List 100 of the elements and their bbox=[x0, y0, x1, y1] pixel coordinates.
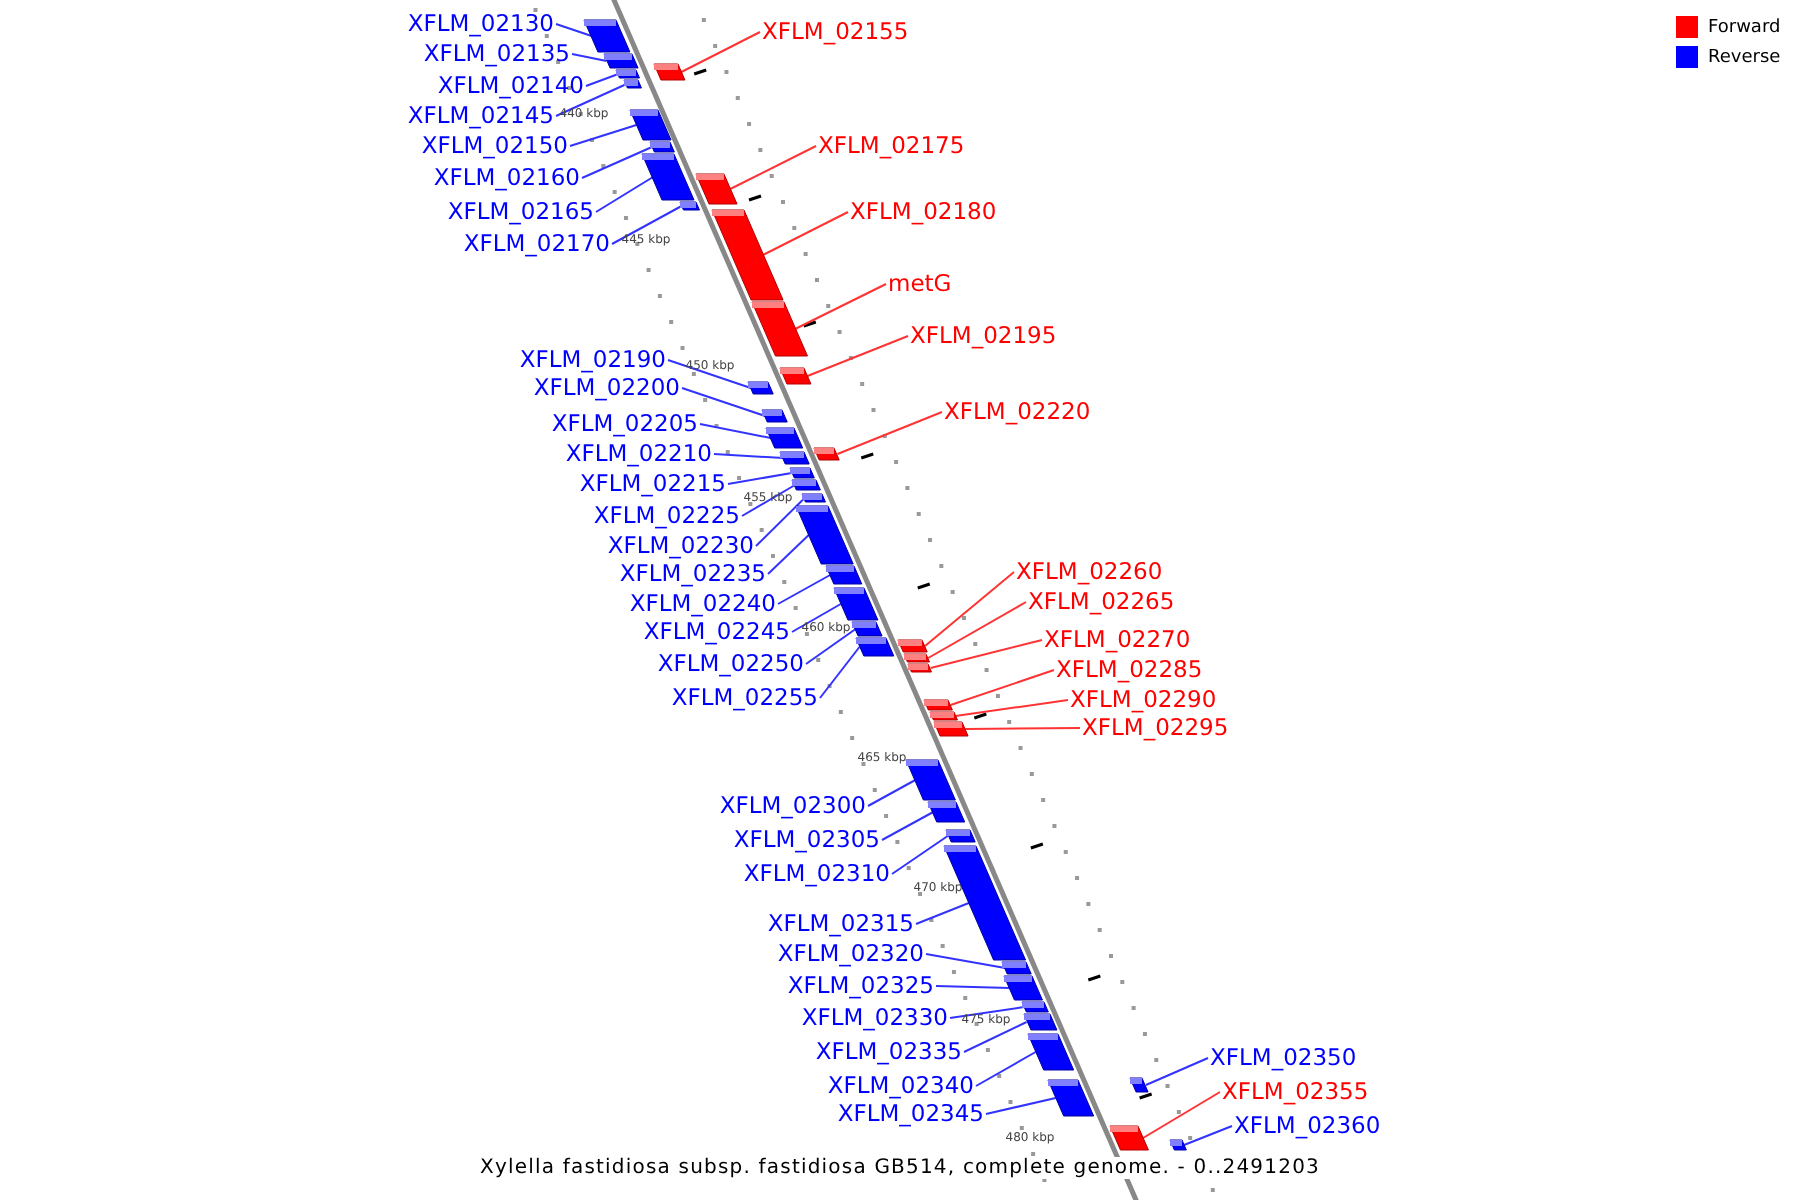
leader-line bbox=[806, 335, 909, 377]
leader-line bbox=[929, 639, 1043, 669]
gene-label: XFLM_02150 bbox=[421, 133, 568, 159]
gene-block bbox=[711, 210, 783, 300]
leader-line bbox=[819, 646, 861, 699]
gene-label: XFLM_02290 bbox=[1070, 687, 1217, 713]
gene-label: XFLM_02130 bbox=[407, 11, 554, 37]
gene-label: XFLM_02155 bbox=[762, 19, 909, 45]
leader-line bbox=[1142, 1091, 1221, 1139]
gene-label: XFLM_02340 bbox=[827, 1073, 974, 1099]
gene-label: XFLM_02195 bbox=[910, 323, 1057, 349]
gene-label: XFLM_02270 bbox=[1044, 627, 1191, 653]
gene-block bbox=[1109, 1126, 1149, 1150]
gene-label: XFLM_02165 bbox=[447, 199, 594, 225]
leader-line bbox=[881, 811, 935, 841]
gene-label: XFLM_02235 bbox=[619, 561, 766, 587]
gene-block bbox=[898, 640, 928, 652]
gene-label: XFLM_02320 bbox=[777, 941, 924, 967]
gene-block bbox=[908, 664, 933, 672]
leader-line bbox=[985, 1097, 1057, 1115]
leader-line bbox=[713, 453, 785, 459]
leader-line bbox=[681, 387, 766, 417]
leader-line bbox=[925, 953, 1007, 969]
leader-line bbox=[571, 53, 608, 62]
leader-line bbox=[777, 574, 832, 605]
gene-block bbox=[616, 70, 640, 78]
leader-line bbox=[611, 205, 683, 245]
gene-label: XFLM_02255 bbox=[671, 685, 818, 711]
gene-block bbox=[945, 830, 975, 842]
leader-line bbox=[680, 31, 761, 73]
gene-block bbox=[1002, 962, 1032, 974]
gene-block bbox=[679, 202, 700, 210]
leader-line bbox=[741, 484, 796, 517]
gene-block bbox=[852, 622, 883, 636]
gene-label: XFLM_02260 bbox=[1016, 559, 1163, 585]
gene-block bbox=[855, 638, 894, 656]
gene-block bbox=[1021, 1002, 1049, 1012]
gene-block bbox=[766, 428, 803, 448]
leader-line bbox=[761, 211, 849, 256]
leader-line bbox=[555, 83, 628, 117]
gene-label: XFLM_02135 bbox=[423, 41, 570, 67]
leader-line bbox=[755, 497, 806, 547]
gene-label: XFLM_02200 bbox=[533, 375, 680, 401]
gene-label: XFLM_02210 bbox=[565, 441, 712, 467]
gene-block bbox=[802, 494, 827, 502]
gene-label: XFLM_02355 bbox=[1222, 1079, 1369, 1105]
leader-line bbox=[935, 985, 1011, 989]
gene-block bbox=[924, 700, 953, 710]
gene-label: XFLM_02140 bbox=[437, 73, 584, 99]
leader-line bbox=[805, 628, 857, 665]
leader-line bbox=[949, 1006, 1026, 1019]
leader-line bbox=[791, 603, 842, 633]
gene-block bbox=[944, 846, 1026, 960]
gene-label: XFLM_02190 bbox=[519, 347, 666, 373]
leader-line bbox=[924, 571, 1015, 647]
leader-line bbox=[836, 411, 943, 455]
gene-block bbox=[695, 174, 737, 204]
leader-line bbox=[954, 699, 1069, 717]
gene-block bbox=[780, 452, 810, 464]
gene-block bbox=[929, 712, 958, 720]
leader-line bbox=[964, 727, 1081, 730]
gene-label: XFLM_02350 bbox=[1210, 1045, 1357, 1071]
gene-label: XFLM_02250 bbox=[657, 651, 804, 677]
gene-label: XFLM_02230 bbox=[607, 533, 754, 559]
gene-label: XFLM_02345 bbox=[837, 1101, 984, 1127]
legend-label: Forward bbox=[1708, 17, 1781, 37]
leader-line bbox=[667, 359, 752, 389]
gene-block bbox=[762, 410, 788, 422]
gene-label: XFLM_02315 bbox=[767, 911, 914, 937]
gene-block bbox=[748, 382, 774, 394]
gene-block bbox=[792, 480, 822, 490]
gene-block bbox=[751, 302, 807, 356]
leader-line bbox=[949, 669, 1055, 706]
leader-line bbox=[975, 1051, 1037, 1087]
gene-label: XFLM_02220 bbox=[944, 399, 1091, 425]
leader-line bbox=[569, 124, 638, 147]
gene-block bbox=[624, 80, 643, 88]
leader-line bbox=[581, 146, 653, 179]
gene-block bbox=[603, 54, 638, 68]
leader-line bbox=[963, 1021, 1028, 1053]
gene-block bbox=[934, 722, 969, 736]
gene-label: XFLM_02300 bbox=[719, 793, 866, 819]
gene-label: XFLM_02175 bbox=[818, 133, 965, 159]
leader-line bbox=[767, 534, 810, 575]
leader-line bbox=[927, 601, 1027, 659]
leader-line bbox=[727, 472, 793, 485]
gene-label: XFLM_02215 bbox=[579, 471, 726, 497]
gene-label: XFLM_02145 bbox=[407, 103, 554, 129]
gene-label: XFLM_02240 bbox=[629, 591, 776, 617]
leader-line bbox=[867, 779, 917, 807]
leader-line bbox=[585, 73, 620, 87]
leader-line bbox=[729, 145, 817, 190]
gene-label: XFLM_02335 bbox=[815, 1039, 962, 1065]
legend-label: Reverse bbox=[1708, 47, 1781, 67]
leader-line bbox=[794, 283, 887, 330]
gene-block bbox=[653, 64, 685, 80]
gene-block bbox=[814, 448, 841, 460]
gene-block bbox=[789, 468, 814, 478]
leader-line bbox=[915, 902, 970, 925]
leader-line bbox=[891, 835, 949, 875]
